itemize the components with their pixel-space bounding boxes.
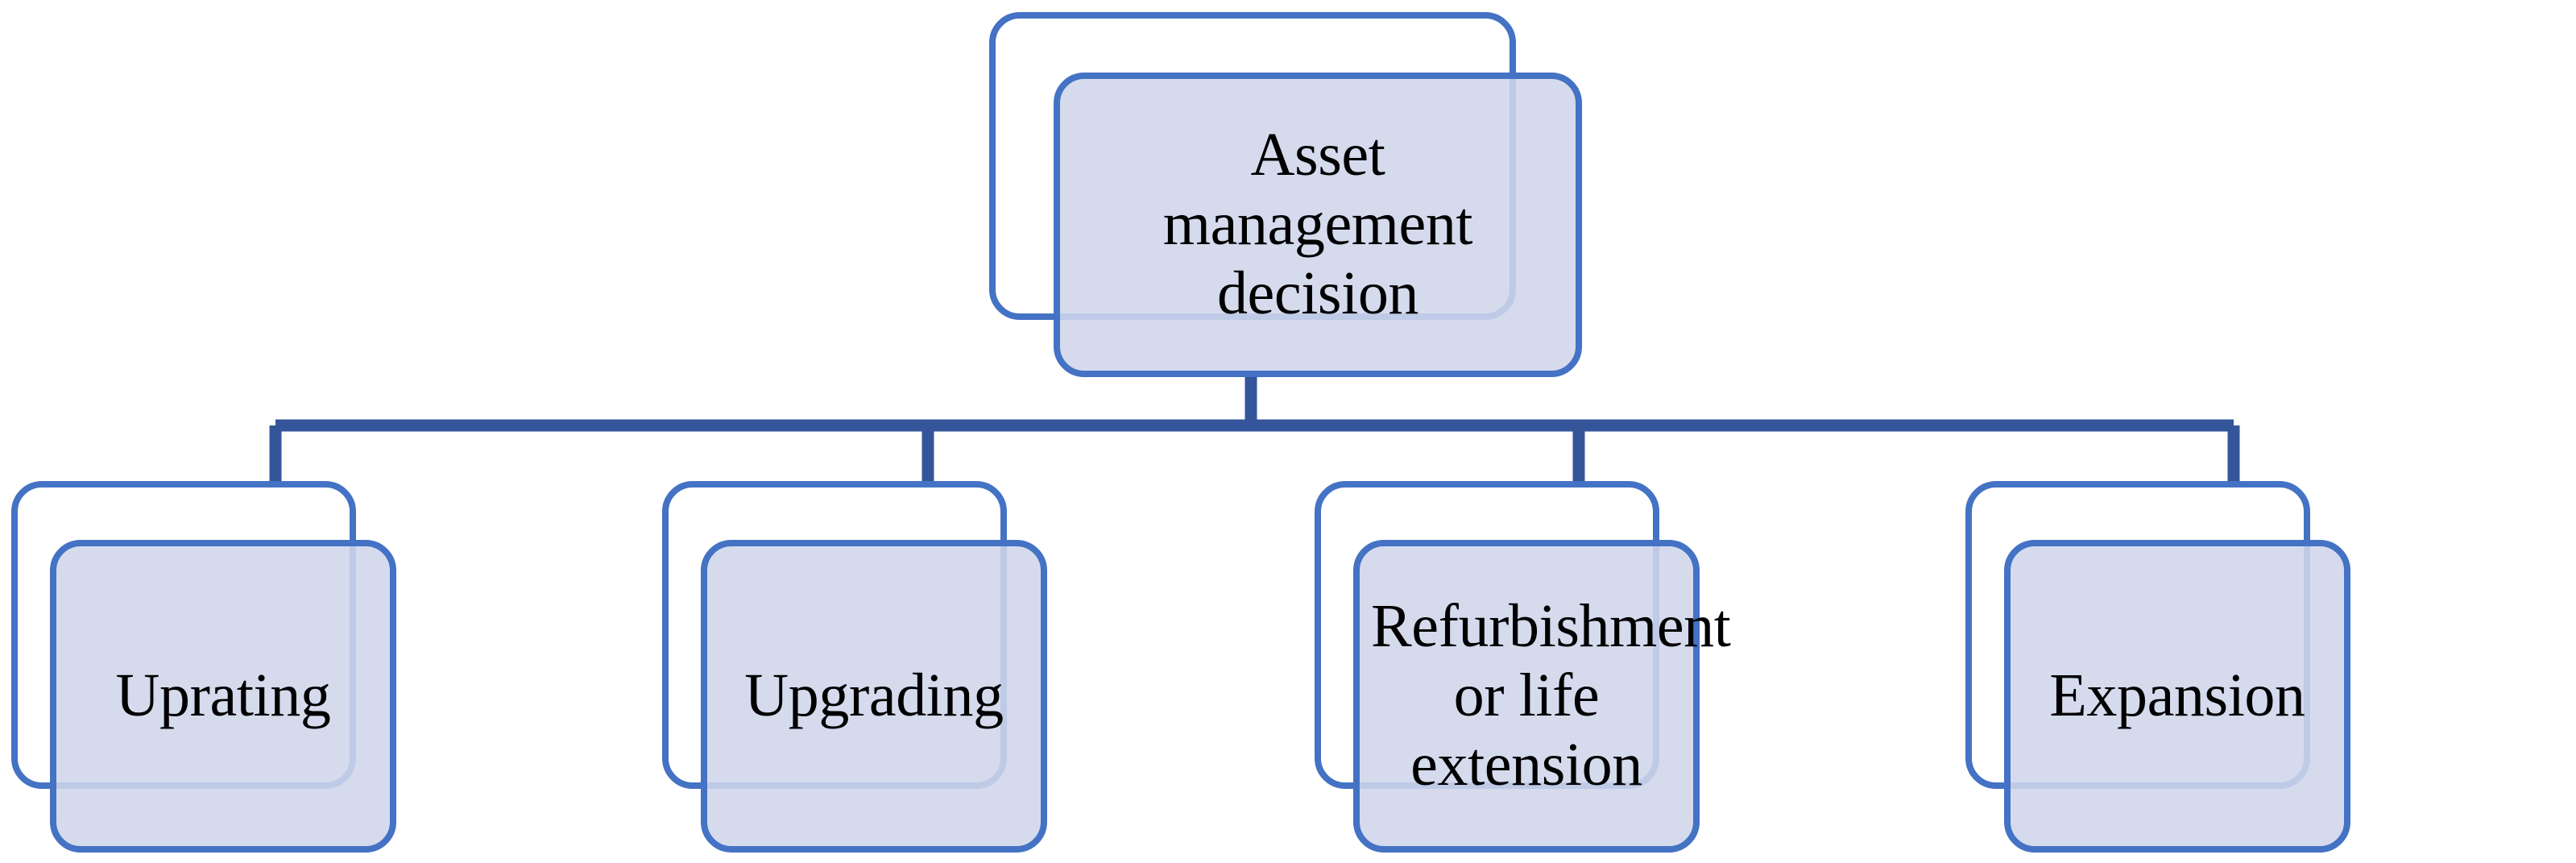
- node-label: Upgrading: [744, 662, 1004, 730]
- node-label: Expansion: [2049, 662, 2305, 730]
- node-label: Asset management decision: [1162, 121, 1473, 327]
- node-label: Uprating: [115, 662, 331, 730]
- node-front-card[interactable]: Upgrading: [701, 540, 1047, 853]
- node-front-card[interactable]: Uprating: [50, 540, 396, 853]
- node-label: Refurbishment or life extension: [1371, 592, 1731, 799]
- node-front-card[interactable]: Asset management decision: [1054, 73, 1582, 377]
- node-front-card[interactable]: Refurbishment or life extension: [1353, 540, 1731, 853]
- node-front-card[interactable]: Expansion: [2004, 540, 2350, 853]
